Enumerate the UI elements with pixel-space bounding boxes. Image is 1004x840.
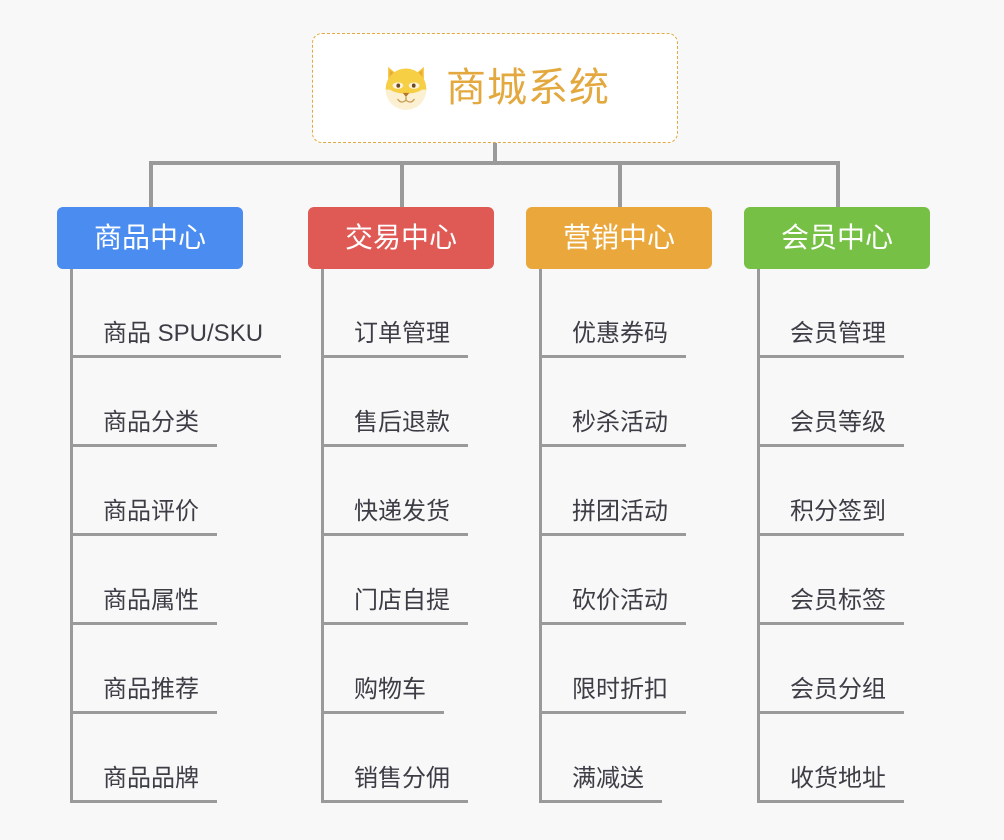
leaf-label: 会员等级 [760,411,904,447]
list-item[interactable]: 会员分组 [760,625,930,714]
list-item[interactable]: 商品分类 [73,358,281,447]
leaf-label: 秒杀活动 [542,411,686,447]
leaf-label: 快递发货 [324,500,468,536]
category-header-member[interactable]: 会员中心 [744,207,930,269]
list-item[interactable]: 门店自提 [324,536,494,625]
leaf-label: 购物车 [324,678,444,714]
leaf-label: 会员标签 [760,589,904,625]
leaf-label: 收货地址 [760,767,904,803]
list-item[interactable]: 销售分佣 [324,714,494,803]
list-item[interactable]: 限时折扣 [542,625,712,714]
connector-horizontal-bus [149,161,840,165]
list-item[interactable]: 砍价活动 [542,536,712,625]
leaf-label: 商品品牌 [73,767,217,803]
list-item[interactable]: 积分签到 [760,447,930,536]
leaf-label: 商品属性 [73,589,217,625]
branch-column-product: 商品中心 商品 SPU/SKU 商品分类 商品评价 商品属性 商品推荐 商品品牌 [57,207,282,803]
list-item[interactable]: 售后退款 [324,358,494,447]
leaf-label: 商品推荐 [73,678,217,714]
leaf-label: 订单管理 [324,322,468,358]
root-node[interactable]: 商城系统 [312,33,678,143]
connector-drop-1 [149,161,153,207]
leaf-label: 满减送 [542,767,662,803]
category-header-trade[interactable]: 交易中心 [308,207,494,269]
leaf-label: 积分签到 [760,500,904,536]
branch-column-marketing: 营销中心 优惠券码 秒杀活动 拼团活动 砍价活动 限时折扣 满减送 [526,207,712,803]
category-header-marketing[interactable]: 营销中心 [526,207,712,269]
list-item[interactable]: 商品品牌 [73,714,281,803]
leaf-list-product: 商品 SPU/SKU 商品分类 商品评价 商品属性 商品推荐 商品品牌 [70,269,282,803]
list-item[interactable]: 收货地址 [760,714,930,803]
leaf-label: 会员管理 [760,322,904,358]
leaf-label: 商品评价 [73,500,217,536]
list-item[interactable]: 会员标签 [760,536,930,625]
connector-drop-3 [618,161,622,207]
leaf-label: 会员分组 [760,678,904,714]
leaf-list-member: 会员管理 会员等级 积分签到 会员标签 会员分组 收货地址 [757,269,930,803]
leaf-label: 售后退款 [324,411,468,447]
leaf-label: 砍价活动 [542,589,686,625]
list-item[interactable]: 商品属性 [73,536,281,625]
connector-drop-2 [400,161,404,207]
category-header-product[interactable]: 商品中心 [57,207,243,269]
leaf-label: 拼团活动 [542,500,686,536]
leaf-label: 优惠券码 [542,322,686,358]
leaf-label: 门店自提 [324,589,468,625]
list-item[interactable]: 商品推荐 [73,625,281,714]
leaf-label: 商品 SPU/SKU [73,322,282,358]
list-item[interactable]: 订单管理 [324,269,494,358]
shiba-dog-face-icon [385,66,427,110]
list-item[interactable]: 拼团活动 [542,447,712,536]
list-item[interactable]: 购物车 [324,625,494,714]
connector-root-stem [493,143,497,164]
branch-column-member: 会员中心 会员管理 会员等级 积分签到 会员标签 会员分组 收货地址 [744,207,930,803]
leaf-list-trade: 订单管理 售后退款 快递发货 门店自提 购物车 销售分佣 [321,269,494,803]
root-title: 商城系统 [446,66,610,110]
branch-column-trade: 交易中心 订单管理 售后退款 快递发货 门店自提 购物车 销售分佣 [308,207,494,803]
leaf-label: 销售分佣 [324,767,468,803]
list-item[interactable]: 商品评价 [73,447,281,536]
list-item[interactable]: 满减送 [542,714,712,803]
leaf-label: 商品分类 [73,411,217,447]
leaf-label: 限时折扣 [542,678,686,714]
leaf-list-marketing: 优惠券码 秒杀活动 拼团活动 砍价活动 限时折扣 满减送 [539,269,712,803]
list-item[interactable]: 会员等级 [760,358,930,447]
list-item[interactable]: 快递发货 [324,447,494,536]
list-item[interactable]: 优惠券码 [542,269,712,358]
list-item[interactable]: 商品 SPU/SKU [73,269,282,358]
list-item[interactable]: 会员管理 [760,269,930,358]
list-item[interactable]: 秒杀活动 [542,358,712,447]
connector-drop-4 [836,161,840,207]
